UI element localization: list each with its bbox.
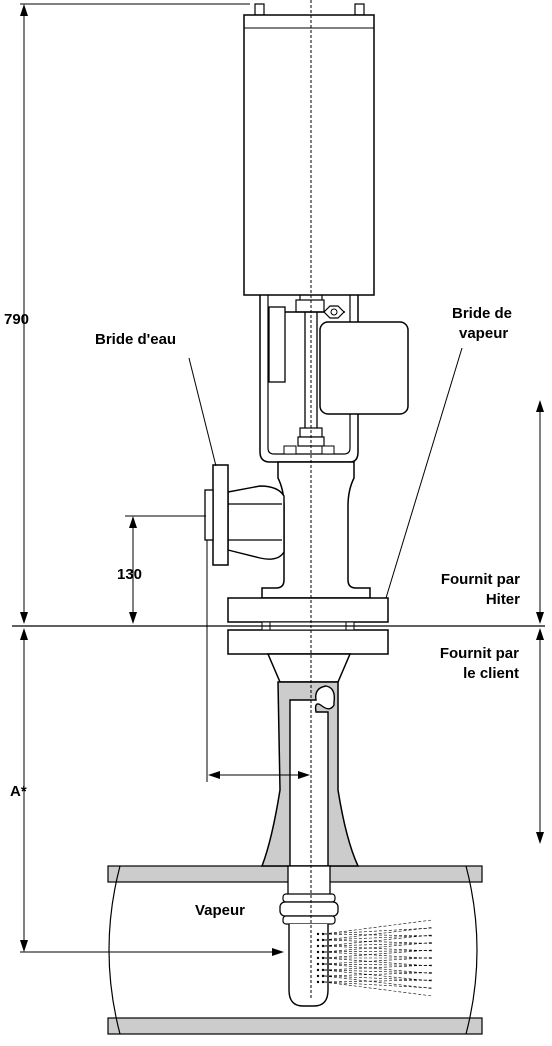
spray-hole [321, 950, 325, 954]
spray-jet [323, 957, 433, 965]
spray-hole [316, 944, 320, 948]
spray-jet [323, 945, 433, 952]
spray-jet [323, 919, 433, 935]
spray-jet [323, 963, 433, 966]
spray-jet [323, 935, 433, 941]
spray-jet [323, 981, 433, 989]
spray-jet [323, 934, 433, 947]
spray-hole [321, 956, 325, 960]
spray-hole [316, 938, 320, 942]
spray-jet [323, 981, 433, 997]
supplied-hiter-label-line1: Fournit par [441, 571, 520, 588]
spray-jet [323, 951, 433, 959]
spray-jet [323, 942, 433, 947]
spray-jet [323, 963, 433, 974]
spray-hole [316, 962, 320, 966]
spray-jet [323, 975, 433, 989]
dimension-a [20, 628, 284, 956]
spray-hole [321, 938, 325, 942]
spray-hole [321, 968, 325, 972]
spray-jet [323, 933, 433, 937]
spray-jet [323, 969, 433, 982]
supplied-client-label-line1: Fournit par [440, 645, 519, 662]
spray-hole [316, 968, 320, 972]
dim-790-label: 790 [4, 311, 29, 328]
valve-body [204, 461, 371, 599]
spray-jet [323, 950, 433, 953]
supplied-client-label-line2: le client [463, 665, 519, 682]
dim-130-label: 130 [117, 566, 142, 583]
supplied-hiter-label-line2: Hiter [486, 591, 520, 608]
positioner [268, 299, 409, 415]
steam-pipe [107, 865, 483, 1035]
spray-hole [321, 932, 325, 936]
actuator-housing [243, 3, 375, 296]
steam-flange-label-line2: vapeur [459, 325, 508, 342]
spray-jet [323, 939, 433, 944]
spray-jet [323, 975, 433, 981]
spray-jet [323, 957, 433, 967]
spray-hole [321, 962, 325, 966]
spray-hole [316, 974, 320, 978]
dimension-offset [206, 540, 310, 782]
dim-a-label: A* [10, 783, 27, 800]
water-flange-label: Bride d'eau [95, 331, 176, 348]
water-flange-leader [188, 357, 217, 467]
spray-jet [323, 927, 433, 935]
spray-jet [323, 942, 433, 953]
spray-jet [323, 949, 433, 959]
spray-hole [316, 950, 320, 954]
spray-hole [316, 956, 320, 960]
dimension-790 [20, 3, 250, 624]
nozzle-lance [260, 653, 360, 1007]
spray-pattern [316, 919, 433, 997]
steam-flange-label-line1: Bride de [452, 305, 512, 322]
spray-hole [316, 980, 320, 984]
spray-jet [323, 964, 433, 971]
spray-hole [321, 944, 325, 948]
spray-hole [321, 980, 325, 984]
spray-hole [316, 932, 320, 936]
spray-jet [323, 969, 433, 974]
steam-flange-leader [385, 347, 463, 599]
dimension-130 [125, 515, 206, 624]
spray-jet [323, 979, 433, 983]
spray-hole [321, 974, 325, 978]
supply-range-arrows [536, 400, 544, 844]
spray-jet [323, 927, 433, 941]
spray-jet [323, 972, 433, 977]
steam-label: Vapeur [195, 902, 245, 919]
